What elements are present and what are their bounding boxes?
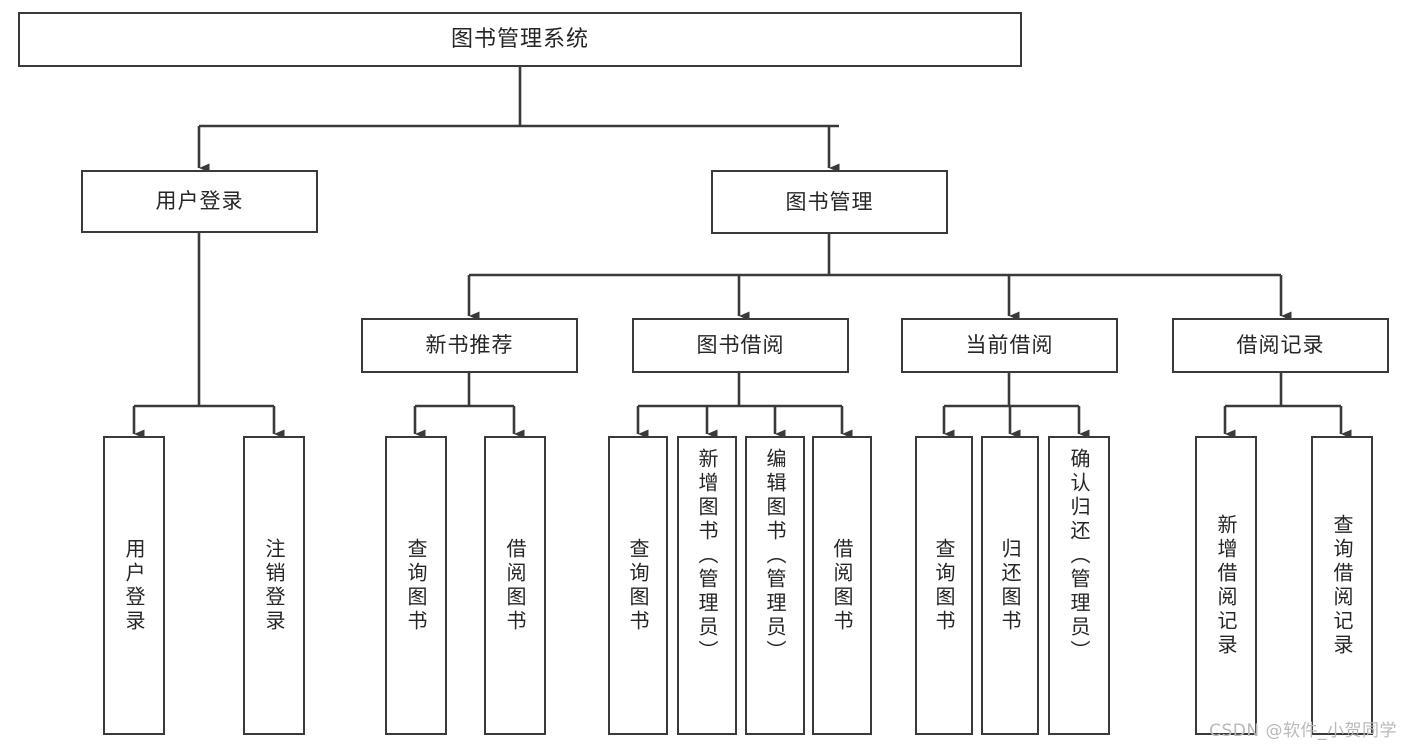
node-leaf-cu-return-label: 归还图书 <box>998 537 1022 634</box>
node-leaf-bo-borrow-label: 借阅图书 <box>830 537 854 634</box>
node-user-login[interactable]: 用户登录 <box>81 170 318 233</box>
csdn-watermark: CSDN @软件_小贺同学 <box>1209 721 1397 741</box>
node-leaf-bo-borrow[interactable]: 借阅图书 <box>812 436 872 735</box>
node-borrow-record[interactable]: 借阅记录 <box>1172 318 1389 373</box>
node-leaf-nb-query-label: 查询图书 <box>404 537 428 634</box>
node-leaf-bo-add[interactable]: 新增图书（管理员） <box>677 436 737 735</box>
node-leaf-cu-query[interactable]: 查询图书 <box>915 436 973 735</box>
node-new-book[interactable]: 新书推荐 <box>361 318 578 373</box>
node-leaf-bo-add-label: 新增图书（管理员） <box>695 448 719 664</box>
node-leaf-logout[interactable]: 注销登录 <box>243 436 305 735</box>
node-leaf-cu-confirm[interactable]: 确认归还（管理员） <box>1048 436 1110 735</box>
node-leaf-logout-label: 注销登录 <box>262 537 286 634</box>
node-leaf-rc-query-label: 查询借阅记录 <box>1330 513 1354 658</box>
node-leaf-nb-borrow-label: 借阅图书 <box>503 537 527 634</box>
node-book-mgmt-label: 图书管理 <box>785 189 874 214</box>
node-leaf-cu-return[interactable]: 归还图书 <box>981 436 1039 735</box>
node-book-borrow-label: 图书借阅 <box>696 333 785 358</box>
node-leaf-bo-query-label: 查询图书 <box>626 537 650 634</box>
node-leaf-rc-add-label: 新增借阅记录 <box>1214 513 1238 658</box>
node-current-borrow-label: 当前借阅 <box>965 333 1054 358</box>
node-leaf-bo-edit-label: 编辑图书（管理员） <box>763 448 787 664</box>
node-leaf-user-login-label: 用户登录 <box>122 537 146 634</box>
node-new-book-label: 新书推荐 <box>425 333 514 358</box>
node-leaf-cu-query-label: 查询图书 <box>932 537 956 634</box>
node-leaf-nb-query[interactable]: 查询图书 <box>385 436 447 735</box>
node-leaf-rc-add[interactable]: 新增借阅记录 <box>1195 436 1257 735</box>
node-leaf-cu-confirm-label: 确认归还（管理员） <box>1067 448 1091 664</box>
node-leaf-rc-query[interactable]: 查询借阅记录 <box>1311 436 1373 735</box>
node-current-borrow[interactable]: 当前借阅 <box>901 318 1118 373</box>
node-root-label: 图书管理系统 <box>450 26 589 52</box>
node-user-login-label: 用户登录 <box>155 189 244 214</box>
node-leaf-bo-query[interactable]: 查询图书 <box>608 436 668 735</box>
node-leaf-user-login[interactable]: 用户登录 <box>103 436 165 735</box>
node-leaf-bo-edit[interactable]: 编辑图书（管理员） <box>745 436 805 735</box>
node-book-borrow[interactable]: 图书借阅 <box>632 318 849 373</box>
node-leaf-nb-borrow[interactable]: 借阅图书 <box>484 436 546 735</box>
node-book-mgmt[interactable]: 图书管理 <box>711 170 948 234</box>
node-root[interactable]: 图书管理系统 <box>18 12 1022 67</box>
node-borrow-record-label: 借阅记录 <box>1236 333 1325 358</box>
